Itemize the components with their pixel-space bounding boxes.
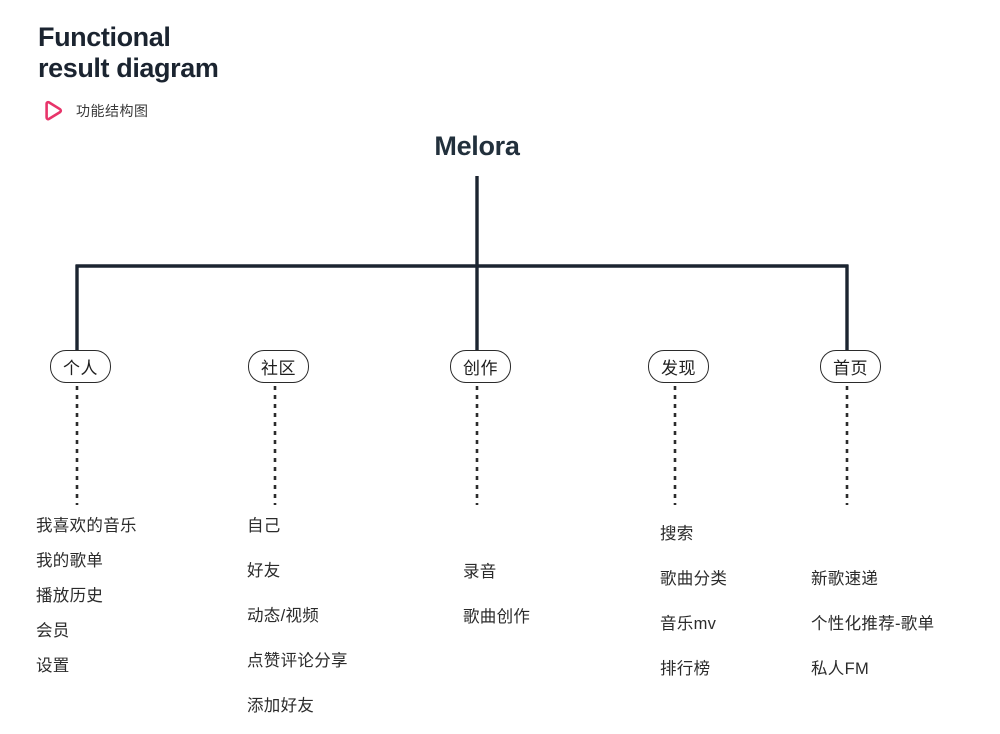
leaf-item: 自己 (247, 517, 281, 535)
leaf-item: 歌曲创作 (463, 608, 531, 626)
page-title: Functional result diagram (38, 22, 219, 84)
leaf-item: 会员 (36, 622, 70, 640)
leaf-column-creation: 录音 歌曲创作 (463, 558, 530, 627)
leaf-item: 好友 (247, 562, 281, 580)
leaf-item: 私人FM (811, 660, 870, 678)
leaf-item: 设置 (36, 657, 70, 675)
leaf-item: 音乐mv (660, 615, 717, 633)
leaf-item: 点赞评论分享 (247, 652, 348, 670)
leaf-item: 排行榜 (660, 660, 711, 678)
leaf-item: 个性化推荐-歌单 (811, 615, 935, 633)
node-home[interactable]: 首页 (820, 350, 881, 383)
header: Functional result diagram (38, 22, 219, 85)
node-creation[interactable]: 创作 (450, 350, 511, 383)
leaf-item: 录音 (463, 563, 497, 581)
leaf-item: 播放历史 (36, 587, 104, 605)
node-discover[interactable]: 发现 (648, 350, 709, 383)
leaf-column-discover: 搜索 歌曲分类 音乐mv 排行榜 (660, 520, 727, 679)
leaf-item: 新歌速递 (811, 570, 879, 588)
root-node-label: Melora (434, 131, 520, 161)
leaf-item: 歌曲分类 (660, 570, 728, 588)
leaf-item: 搜索 (660, 525, 694, 543)
subtitle-text: 功能结构图 (76, 103, 149, 119)
play-triangle-outline-icon (42, 100, 64, 122)
subtitle-row: 功能结构图 (42, 100, 149, 122)
leaf-item: 我的歌单 (36, 552, 104, 570)
leaf-item: 添加好友 (247, 697, 315, 715)
node-community[interactable]: 社区 (248, 350, 309, 383)
leaf-column-community: 自己 好友 动态/视频 点赞评论分享 添加好友 (247, 512, 348, 716)
leaf-item: 我喜欢的音乐 (36, 517, 137, 535)
node-personal[interactable]: 个人 (50, 350, 111, 383)
leaf-column-personal: 我喜欢的音乐 我的歌单 播放历史 会员 设置 (36, 512, 137, 676)
leaf-column-home: 新歌速递 个性化推荐-歌单 私人FM (811, 565, 934, 679)
leaf-item: 动态/视频 (247, 607, 320, 625)
